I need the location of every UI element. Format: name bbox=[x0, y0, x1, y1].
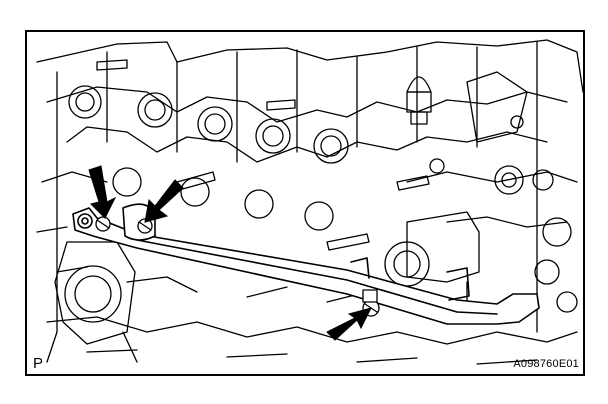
illustration-frame: P A098760E01 bbox=[25, 30, 585, 376]
arrow-icon bbox=[144, 179, 184, 223]
upper-right-component bbox=[406, 71, 528, 174]
figure-id: A098760E01 bbox=[513, 358, 579, 370]
arrow-icon bbox=[326, 307, 372, 341]
callout-arrows bbox=[88, 165, 372, 341]
corner-letter: P bbox=[33, 355, 44, 372]
engine-illustration bbox=[36, 39, 583, 365]
engine-block-outline bbox=[36, 39, 583, 365]
lower-left-flange bbox=[46, 241, 138, 363]
right-fittings bbox=[494, 165, 578, 313]
arrow-icon bbox=[88, 165, 117, 219]
head-ports bbox=[68, 85, 349, 231]
